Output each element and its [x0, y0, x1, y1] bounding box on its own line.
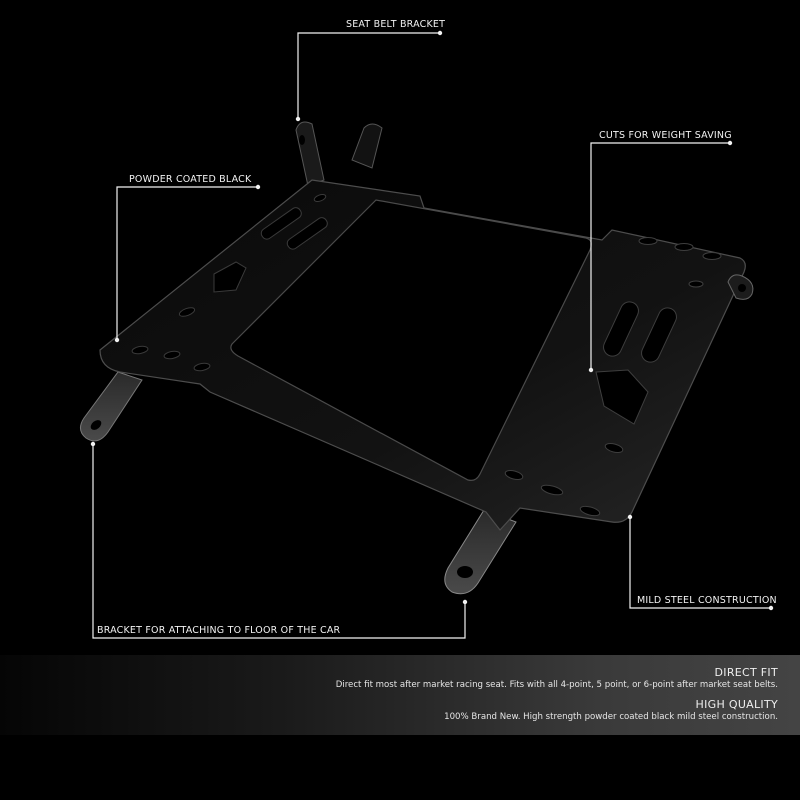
callout-cuts-for-weight-saving: CUTS FOR WEIGHT SAVING [599, 130, 732, 141]
callout-powder-coated-black: POWDER COATED BLACK [129, 174, 252, 185]
floor-tab-left [80, 371, 143, 442]
callout-dots [90, 30, 774, 611]
feature-title: DIRECT FIT [714, 666, 778, 679]
feature-high-quality: HIGH QUALITY 100% Brand New. High streng… [444, 699, 778, 722]
floor-tab-right [444, 509, 517, 595]
bracket-center-opening [230, 199, 592, 481]
callout-seat-belt-bracket: SEAT BELT BRACKET [346, 19, 446, 30]
seat-belt-tab [295, 121, 383, 187]
feature-title: HIGH QUALITY [695, 698, 778, 711]
callout-floor-bracket: BRACKET FOR ATTACHING TO FLOOR OF THE CA… [97, 625, 341, 636]
side-ear-tab [727, 274, 754, 300]
features-panel: DIRECT FIT Direct fit most after market … [0, 655, 800, 735]
feature-direct-fit: DIRECT FIT Direct fit most after market … [336, 667, 778, 690]
callout-mild-steel-construction: MILD STEEL CONSTRUCTION [637, 595, 777, 606]
right-rail-slots [504, 237, 722, 517]
callout-lines [92, 32, 771, 639]
feature-text: 100% Brand New. High strength powder coa… [444, 712, 778, 722]
feature-text: Direct fit most after market racing seat… [335, 680, 778, 690]
left-rail-slots [131, 194, 328, 372]
